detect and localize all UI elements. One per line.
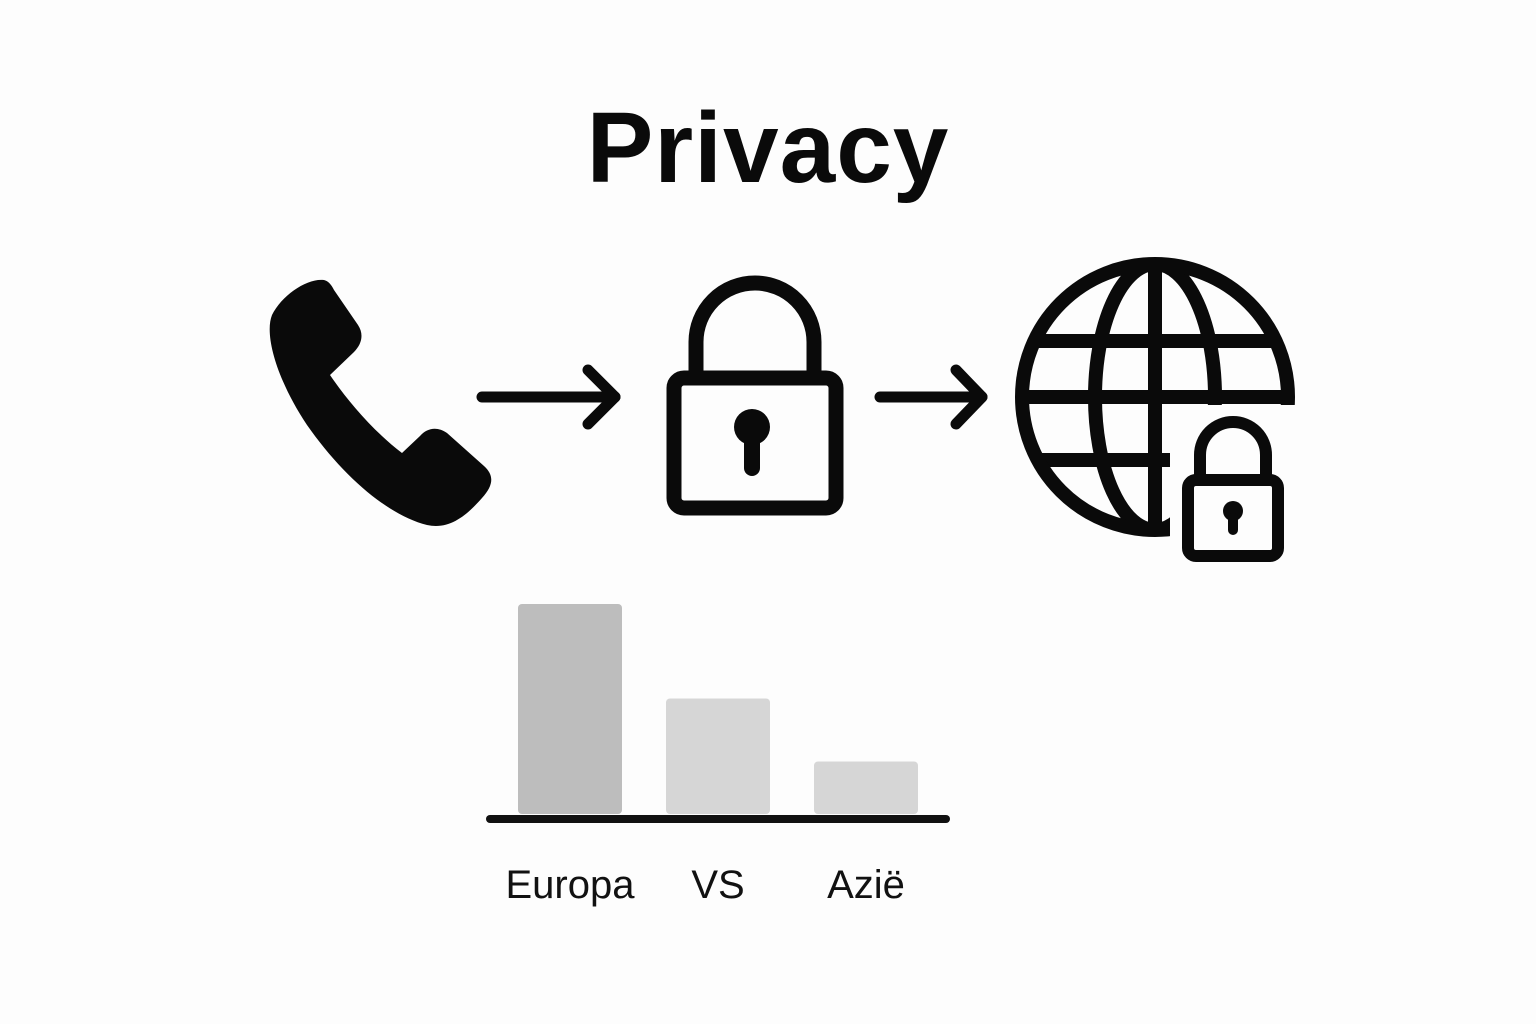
bar-vs: [666, 698, 770, 814]
small-padlock-icon: [1182, 416, 1284, 562]
page-title: Privacy: [586, 92, 950, 204]
category-label: Azië: [827, 863, 905, 907]
category-label: VS: [691, 863, 744, 907]
arrow-right-icon: [476, 364, 621, 430]
bar-azië: [814, 761, 918, 814]
globe-with-padlock-icon: [1015, 257, 1300, 565]
phone-icon: [269, 279, 492, 526]
category-label: Europa: [506, 863, 636, 907]
bar-chart: Europa VS Azië: [486, 604, 950, 907]
padlock-icon: [666, 275, 844, 516]
bar-europa: [518, 604, 622, 814]
arrow-right-icon: [874, 364, 988, 430]
